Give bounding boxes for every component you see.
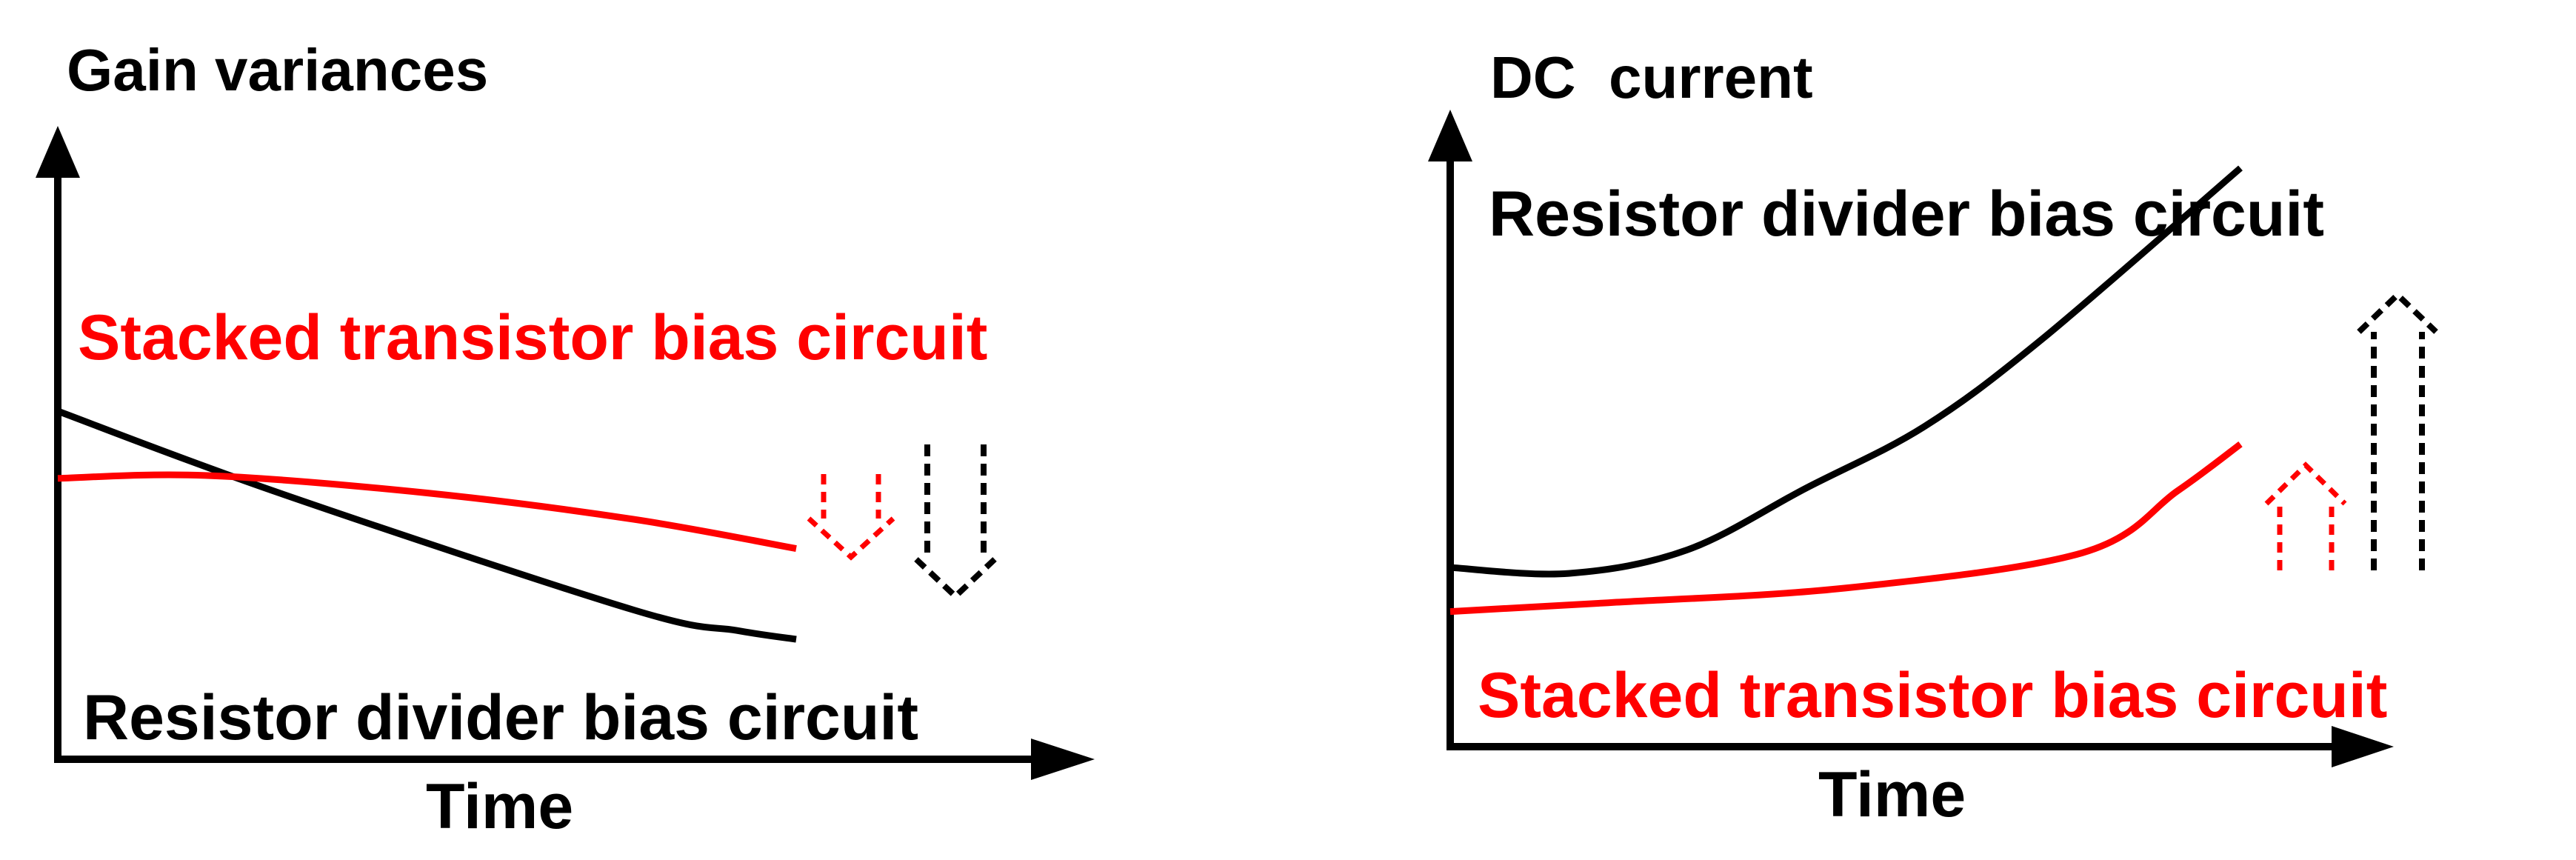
left-red-down-arrow [807,474,895,561]
left-y-axis-arrowhead [36,126,80,178]
left-legend-stacked: Stacked transistor bias circuit [78,302,987,373]
right-red-up-arrow [2264,461,2347,570]
left-series-stacked [57,471,797,553]
right-y-axis-label: DC current [1490,44,1813,110]
right-legend-resistor: Resistor divider bias circuit [1489,179,2324,250]
right-series-resistor [1449,165,2243,578]
panel-dc-current: DC current Time Resistor divider bias ci… [1428,44,2438,830]
right-series-stacked [1449,441,2243,616]
panel-gain-variances: Gain variances Time Stacked transistor b… [36,37,1095,842]
right-legend-stacked: Stacked transistor bias circuit [1478,660,2387,731]
right-x-axis-label: Time [1818,759,1966,830]
left-legend-resistor: Resistor divider bias circuit [83,682,918,753]
left-y-axis-label: Gain variances [67,37,488,103]
left-x-axis-label: Time [426,771,573,842]
right-y-axis-arrowhead [1428,110,1472,161]
right-black-up-arrow [2357,290,2438,570]
left-black-down-arrow [914,444,997,601]
left-series-resistor [56,407,797,643]
left-x-axis-arrowhead [1031,739,1095,780]
right-x-axis-arrowhead [2332,726,2394,767]
